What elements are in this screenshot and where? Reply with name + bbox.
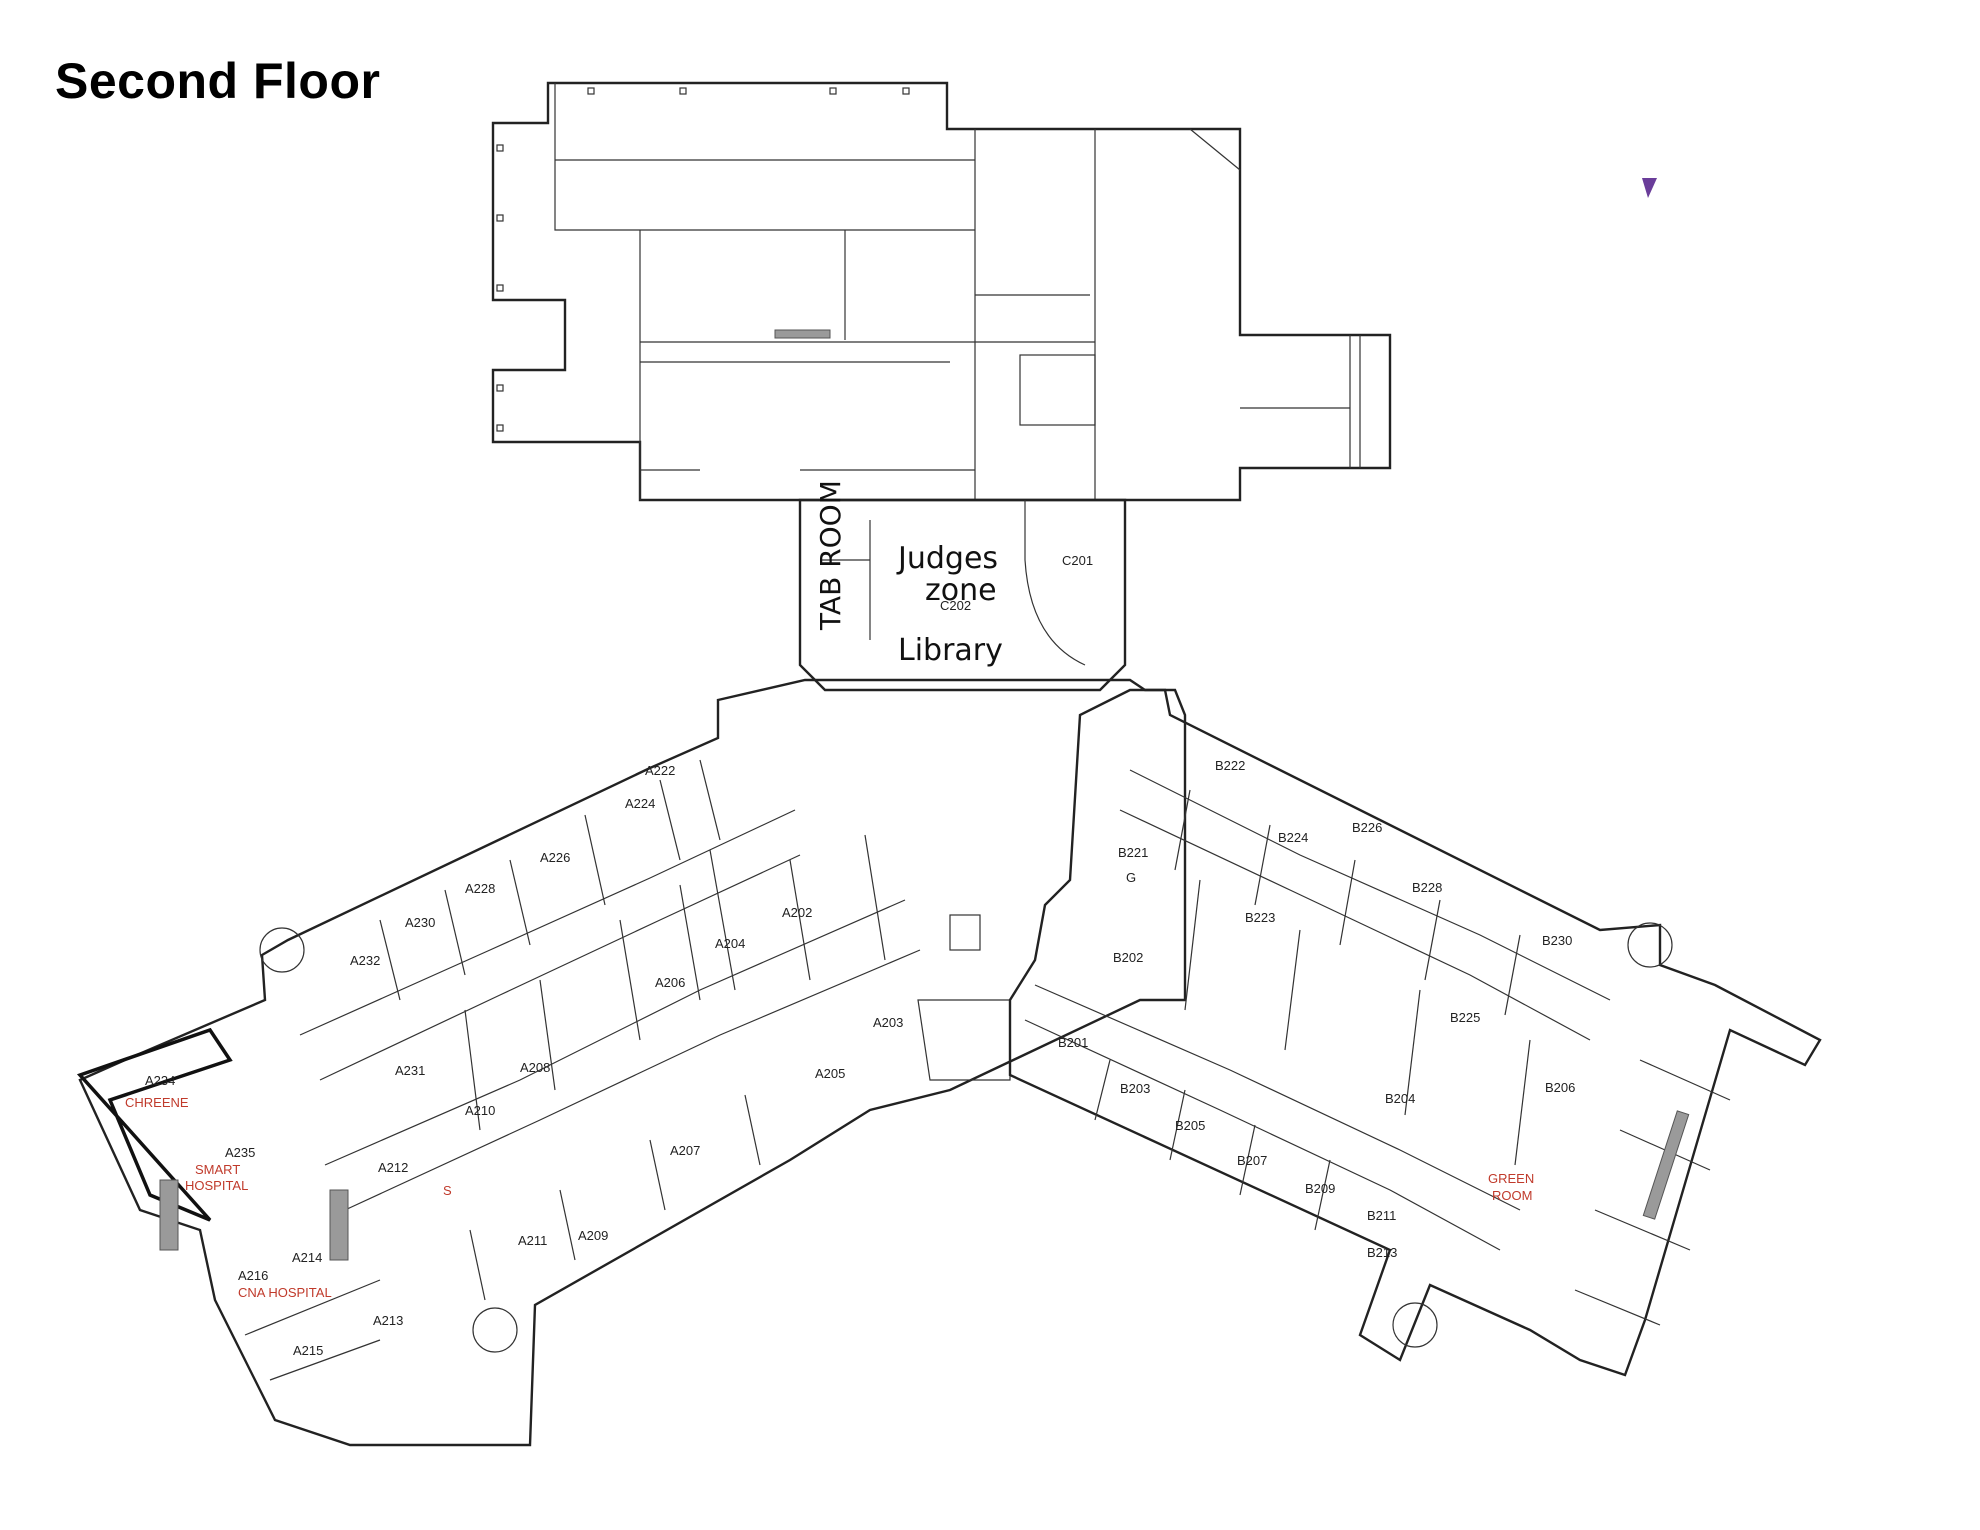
- room-a214: A214: [292, 1250, 322, 1265]
- room-a213: A213: [373, 1313, 403, 1328]
- area-room: ROOM: [1492, 1188, 1532, 1203]
- room-b226: B226: [1352, 820, 1382, 835]
- room-a211: A211: [518, 1233, 547, 1248]
- area-s: S: [443, 1183, 452, 1198]
- area-chreene: CHREENE: [125, 1095, 189, 1110]
- room-b211: B211: [1367, 1208, 1396, 1223]
- room-b201: B201: [1058, 1035, 1088, 1050]
- room-b230: B230: [1542, 933, 1572, 948]
- room-a226: A226: [540, 850, 570, 865]
- area-cna-hospital: CNA HOSPITAL: [238, 1285, 332, 1300]
- room-a228: A228: [465, 881, 495, 896]
- room-b203: B203: [1120, 1081, 1150, 1096]
- room-c201: C201: [1062, 553, 1093, 568]
- room-a234: A234: [145, 1073, 175, 1088]
- room-a206: A206: [655, 975, 685, 990]
- area-green: GREEN: [1488, 1171, 1534, 1186]
- room-b221: B221: [1118, 845, 1148, 860]
- purple-triangle-marker-icon: [1642, 178, 1657, 198]
- room-b205: B205: [1175, 1118, 1205, 1133]
- room-a210: A210: [465, 1103, 495, 1118]
- tab-room-label: TAB ROOM: [814, 480, 847, 631]
- room-a203: A203: [873, 1015, 903, 1030]
- room-b222: B222: [1215, 758, 1245, 773]
- area-hospital: HOSPITAL: [185, 1178, 248, 1193]
- judges-label: Judges: [896, 541, 998, 576]
- room-a231: A231: [395, 1063, 425, 1078]
- room-a202: A202: [782, 905, 812, 920]
- room-b228: B228: [1412, 880, 1442, 895]
- page-title: Second Floor: [55, 53, 381, 109]
- room-b204: B204: [1385, 1091, 1415, 1106]
- room-b224: B224: [1278, 830, 1308, 845]
- room-b202: B202: [1113, 950, 1143, 965]
- room-a212: A212: [378, 1160, 408, 1175]
- room-a216: A216: [238, 1268, 268, 1283]
- room-a224: A224: [625, 796, 655, 811]
- room-a230: A230: [405, 915, 435, 930]
- room-b207: B207: [1237, 1153, 1267, 1168]
- library-block: [798, 498, 1127, 692]
- room-a222: A222: [645, 763, 675, 778]
- wing-a: [76, 678, 1187, 1447]
- room-a215: A215: [293, 1343, 323, 1358]
- zone-label: zone: [925, 573, 997, 608]
- room-b206: B206: [1545, 1080, 1575, 1095]
- room-a204: A204: [715, 936, 745, 951]
- library-label: Library: [898, 633, 1003, 668]
- room-a207: A207: [670, 1143, 700, 1158]
- room-a208: A208: [520, 1060, 550, 1075]
- area-g: G: [1126, 870, 1136, 885]
- area-smart: SMART: [195, 1162, 240, 1177]
- room-a205: A205: [815, 1066, 845, 1081]
- north-building: [491, 81, 1392, 502]
- room-b225: B225: [1450, 1010, 1480, 1025]
- room-a209: A209: [578, 1228, 608, 1243]
- wing-b: [1008, 688, 1822, 1377]
- room-b209: B209: [1305, 1181, 1335, 1196]
- room-b223: B223: [1245, 910, 1275, 925]
- room-c202: C202: [940, 598, 971, 613]
- room-b213: B213: [1367, 1245, 1397, 1260]
- room-a235: A235: [225, 1145, 255, 1160]
- room-a232: A232: [350, 953, 380, 968]
